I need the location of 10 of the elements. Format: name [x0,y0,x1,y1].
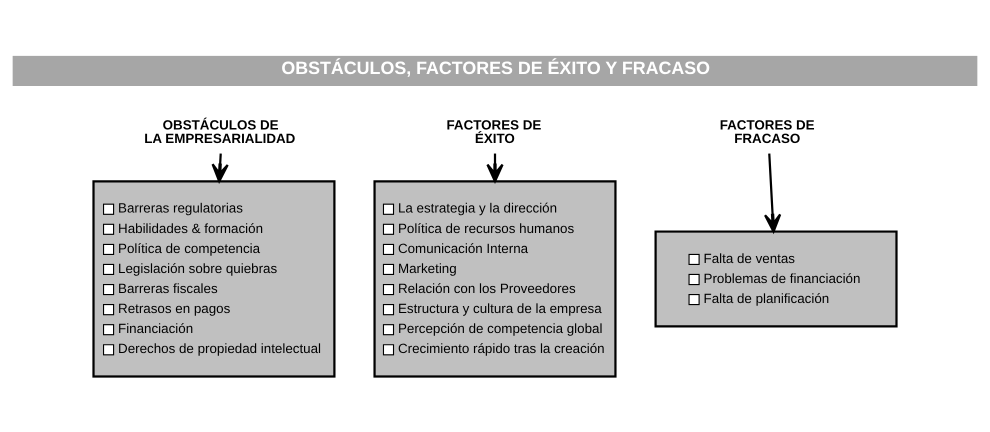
node-box: Barreras regulatorias Habilidades & formación Política de competencia Legislación sobre quiebras Barreras fiscales Retrasos en pagos Financiación Derechos de propiedad intelectual [92,180,336,378]
node-text: FACTORES DE ÉXITO [446,117,542,146]
node-box: OBSTÁCULOS, FACTORES DE ÉXITO Y FRACASO [12,55,978,86]
arrow [764,153,782,232]
node-text: FACTORES DE FRACASO [720,117,815,146]
node-text: OBSTÁCULOS DE LA EMPRESARIALIDAD [144,117,296,146]
node-box: La estrategia y la dirección Política de recursos humanos Comunicación Interna Marketing Relación con los Proveedores Estructura y cultura de la empresa Percepción de competencia global Crecimiento rápido tras la creación [373,180,617,378]
arrow [211,153,229,182]
node-box: Falta de ventas Problemas de financiación Falta de planificación [654,230,898,327]
arrow [486,153,504,182]
